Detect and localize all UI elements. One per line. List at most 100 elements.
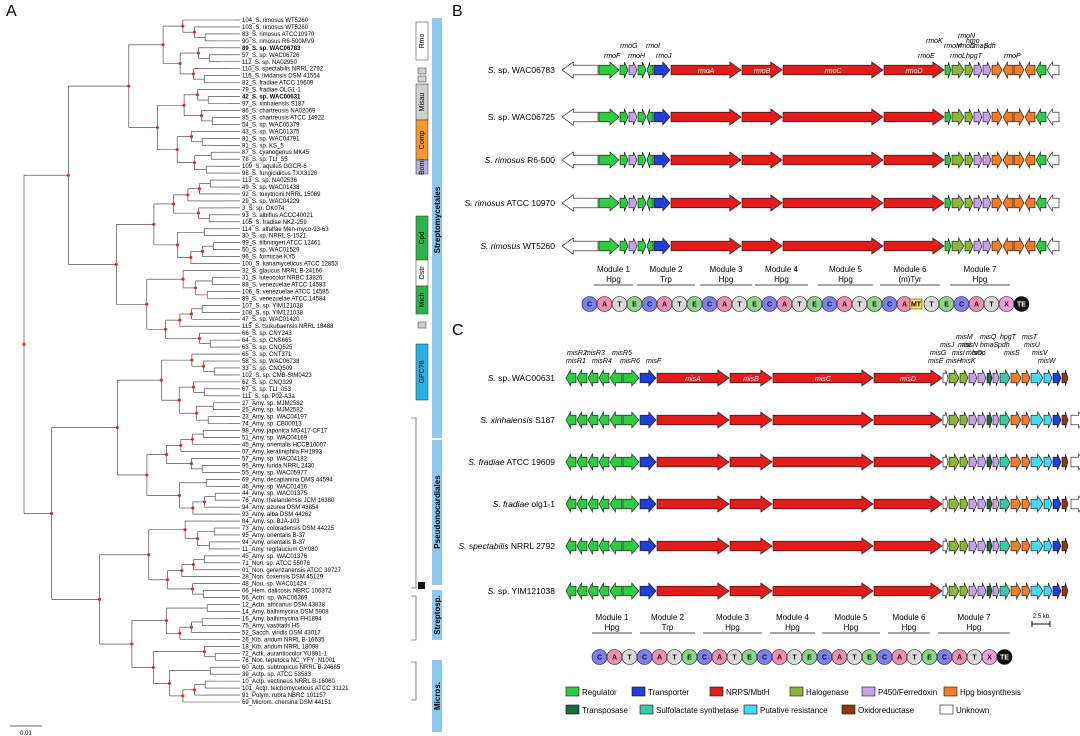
gene-arrow xyxy=(576,452,588,472)
gene-arrow xyxy=(1061,369,1069,387)
legend-label: NRPS/MbtH xyxy=(726,688,770,697)
gene-arrow xyxy=(1013,107,1025,127)
gene-arrow xyxy=(944,61,952,79)
tree-leaf-label: 18_Kib. aridum NRRL 18098 xyxy=(242,644,319,650)
gene-arrow xyxy=(991,150,1003,170)
gene-label: misR5 xyxy=(612,350,632,357)
gene-label: hpgT xyxy=(1000,334,1017,341)
gene-arrow xyxy=(964,151,974,169)
legend-label: P450/Ferredoxin xyxy=(878,688,937,697)
legend-label: Sulfolactate synthetase xyxy=(656,706,739,715)
tree-leaf-label: 73_Amy. coloradensis DSM 44225 xyxy=(242,526,335,532)
tree-leaf-label: 78_S. sp. TLI_55 xyxy=(242,157,288,163)
gene-arrow xyxy=(992,411,1000,429)
legend-label: Putative resistance xyxy=(760,706,828,715)
gene-arrow xyxy=(1024,107,1036,127)
gene-arrow xyxy=(1061,453,1069,471)
gene-arrow xyxy=(1035,107,1047,127)
tree-leaf-label: 109_S. aquilus GGCR-6 xyxy=(242,164,307,170)
clade-bracket xyxy=(411,417,417,589)
nrps-domain-label: T xyxy=(797,302,802,309)
gene-label: misT xyxy=(1022,334,1038,341)
gene-arrow xyxy=(628,108,638,126)
nrps-domain-label: E xyxy=(692,302,697,309)
module-name: Module 4 xyxy=(776,613,809,622)
gene-arrow xyxy=(986,495,993,513)
gene-arrow xyxy=(772,495,874,513)
gene-arrow xyxy=(576,494,588,514)
tree-leaf-label: 83_S. rimosus ATCC10970 xyxy=(242,32,315,38)
gene-arrow xyxy=(1061,582,1069,600)
gene-arrow xyxy=(986,537,993,555)
gene-arrow xyxy=(1043,537,1053,555)
gene-arrow xyxy=(782,108,884,126)
gene-arrow xyxy=(964,108,974,126)
nrps-domain-label: C xyxy=(767,302,772,309)
nrps-domain xyxy=(1013,296,1030,312)
strain-name: S. fradiae ATCC 19609 xyxy=(468,457,555,467)
gene-arrow xyxy=(619,237,629,255)
gene-label: misC xyxy=(815,376,832,383)
gene-arrow xyxy=(729,495,773,513)
nrps-domain-label: E xyxy=(687,655,692,662)
clade-box xyxy=(415,285,429,315)
strain-name: S. xinhaiensis S187 xyxy=(480,415,555,425)
gene-arrow xyxy=(991,107,1003,127)
tree-leaf-label: 56_Actn. sp. WAC06369 xyxy=(242,596,308,602)
tree-leaf-label: 108_S. sp. YIM121038 xyxy=(242,310,304,316)
nrps-domain-label: C xyxy=(827,302,832,309)
group-label: Streptomycetales xyxy=(433,186,442,253)
nrps-domain-label: T xyxy=(857,302,862,309)
module-name: Module 7 xyxy=(958,613,991,622)
module-name: Module 5 xyxy=(835,613,868,622)
gene-arrow xyxy=(587,410,599,430)
gene-label: misE xyxy=(928,358,944,365)
gene-arrow xyxy=(1030,369,1044,387)
module-substrate: Hpg xyxy=(967,623,982,632)
gene-arrow xyxy=(1052,582,1062,600)
gene-label: rmoI xyxy=(646,43,660,50)
gene-arrow xyxy=(772,411,874,429)
legend-swatch xyxy=(943,686,958,697)
gene-arrow xyxy=(561,237,599,255)
gene-label: misR1 xyxy=(566,358,586,365)
tree-leaf-label: 98_S. fungicidicus TXX3120 xyxy=(242,171,318,177)
gene-label: rmoL xyxy=(950,53,966,60)
clade-box xyxy=(417,75,427,83)
tree-leaf-label: 64_S. sp. CNS665 xyxy=(242,338,292,344)
gene-arrow xyxy=(873,537,943,555)
gene-label: misD xyxy=(900,376,916,383)
gene-arrow xyxy=(1024,193,1036,213)
gene-arrow xyxy=(968,453,978,471)
tree-leaf-label: 95_Amy. lurida NRRL 2430 xyxy=(242,463,315,469)
gene-arrow xyxy=(968,582,978,600)
gene-arrow xyxy=(948,410,960,430)
gene-arrow xyxy=(741,61,783,79)
strain-name: S. sp. YIM121038 xyxy=(488,586,556,596)
gene-arrow xyxy=(992,495,1000,513)
module-name: Module 6 xyxy=(893,613,926,622)
bootstrap-node xyxy=(22,342,26,346)
tree-leaf-label: 93_Amy. alba DSM 44262 xyxy=(242,512,312,518)
gene-arrow xyxy=(609,582,623,600)
gene-arrow xyxy=(1061,495,1069,513)
gene-arrow xyxy=(977,537,987,555)
gene-arrow xyxy=(1061,537,1069,555)
tree-leaf-label: 44_Amy. sp. WAC01375 xyxy=(242,491,308,497)
legend-label: Transporter xyxy=(648,688,689,697)
nrps-domain-label: E xyxy=(812,302,817,309)
kb-scale-label: 2.5 kb xyxy=(1033,614,1050,620)
strain-name: S. sp. WAC00631 xyxy=(488,373,556,383)
gene-arrow xyxy=(1021,495,1031,513)
gene-arrow xyxy=(942,411,949,429)
gene-arrow xyxy=(598,237,620,255)
clade-label: Misau xyxy=(419,93,426,112)
gene-arrow xyxy=(951,194,965,212)
gene-arrow xyxy=(1070,495,1080,513)
gene-arrow xyxy=(561,151,599,169)
gene-arrow xyxy=(999,368,1011,388)
gene-label: rmoO xyxy=(958,43,976,50)
gene-arrow xyxy=(948,452,960,472)
nrps-domain-label: A xyxy=(662,302,667,309)
tree-leaf-label: 79_S. fradiae OLG1-1 xyxy=(242,88,301,94)
